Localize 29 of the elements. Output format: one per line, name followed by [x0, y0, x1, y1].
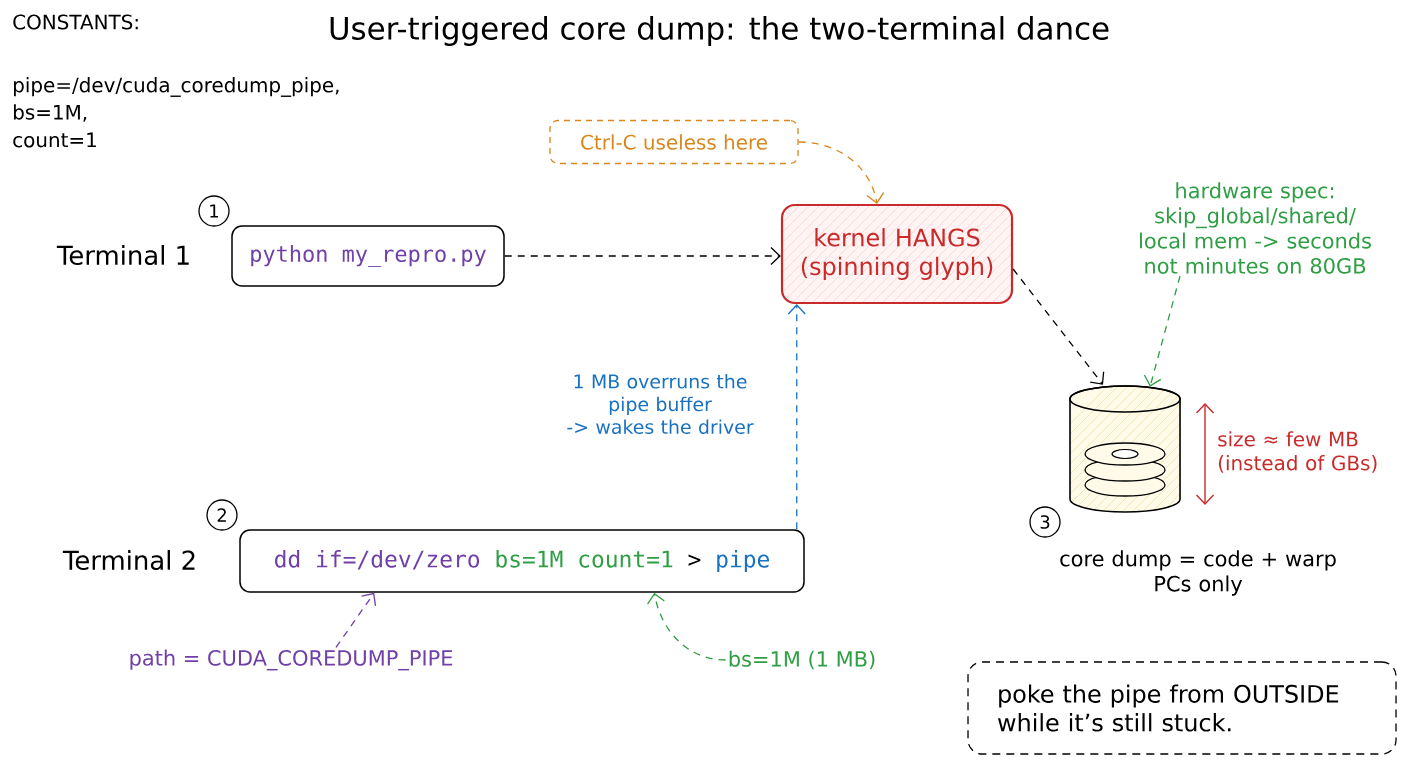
note-text: path = CUDA_COREDUMP_PIPE: [130, 649, 453, 671]
dimension-label: size ≈ few MB (instead of GBs): [1218, 431, 1377, 473]
cylinder-label: core dump = code + warp PCs only: [1060, 550, 1336, 596]
dashed-note-box: poke the pipe from OUTSIDE while it’s still stuck.: [967, 661, 1397, 755]
dashed-note-box: Ctrl-C useless here: [549, 119, 799, 165]
code-text: pipe=/dev/cuda_coredump_pipe,: [14, 77, 339, 97]
terminal-label: Terminal 2: [62, 550, 195, 570]
callout-number: 1: [198, 195, 230, 227]
title: User-triggered core dump: the two-terminal dance: [330, 16, 1109, 46]
arrow: [335, 592, 377, 649]
arrow: [1143, 275, 1181, 387]
arrow: [787, 304, 806, 530]
arrow: [798, 141, 885, 204]
note-text: bs=1M (1 MB): [729, 650, 875, 670]
arrow: [1012, 268, 1105, 385]
edge-label: 1 MB overruns the pipe buffer -> wakes the driver: [567, 373, 754, 435]
arrow: [646, 592, 727, 661]
command-box: dd if=/dev/zero bs=1M count=1 > pipe: [239, 529, 805, 593]
callout-number: 2: [206, 499, 238, 531]
code-text: count=1: [13, 132, 96, 148]
terminal-label: Terminal 1: [56, 244, 189, 265]
heading: CONSTANTS:: [13, 14, 138, 30]
storage-cylinder: [1069, 385, 1181, 513]
command-box: python my_repro.py: [231, 225, 505, 287]
note-text: hardware spec: skip_global/shared/ local mem -> seconds not minutes on 80GB: [1140, 182, 1371, 274]
arrow: [504, 246, 781, 266]
callout-number: 3: [1029, 506, 1061, 538]
status-box: kernel HANGS (spinning glyph): [780, 203, 1014, 305]
code-text: bs=1M,: [14, 104, 87, 122]
